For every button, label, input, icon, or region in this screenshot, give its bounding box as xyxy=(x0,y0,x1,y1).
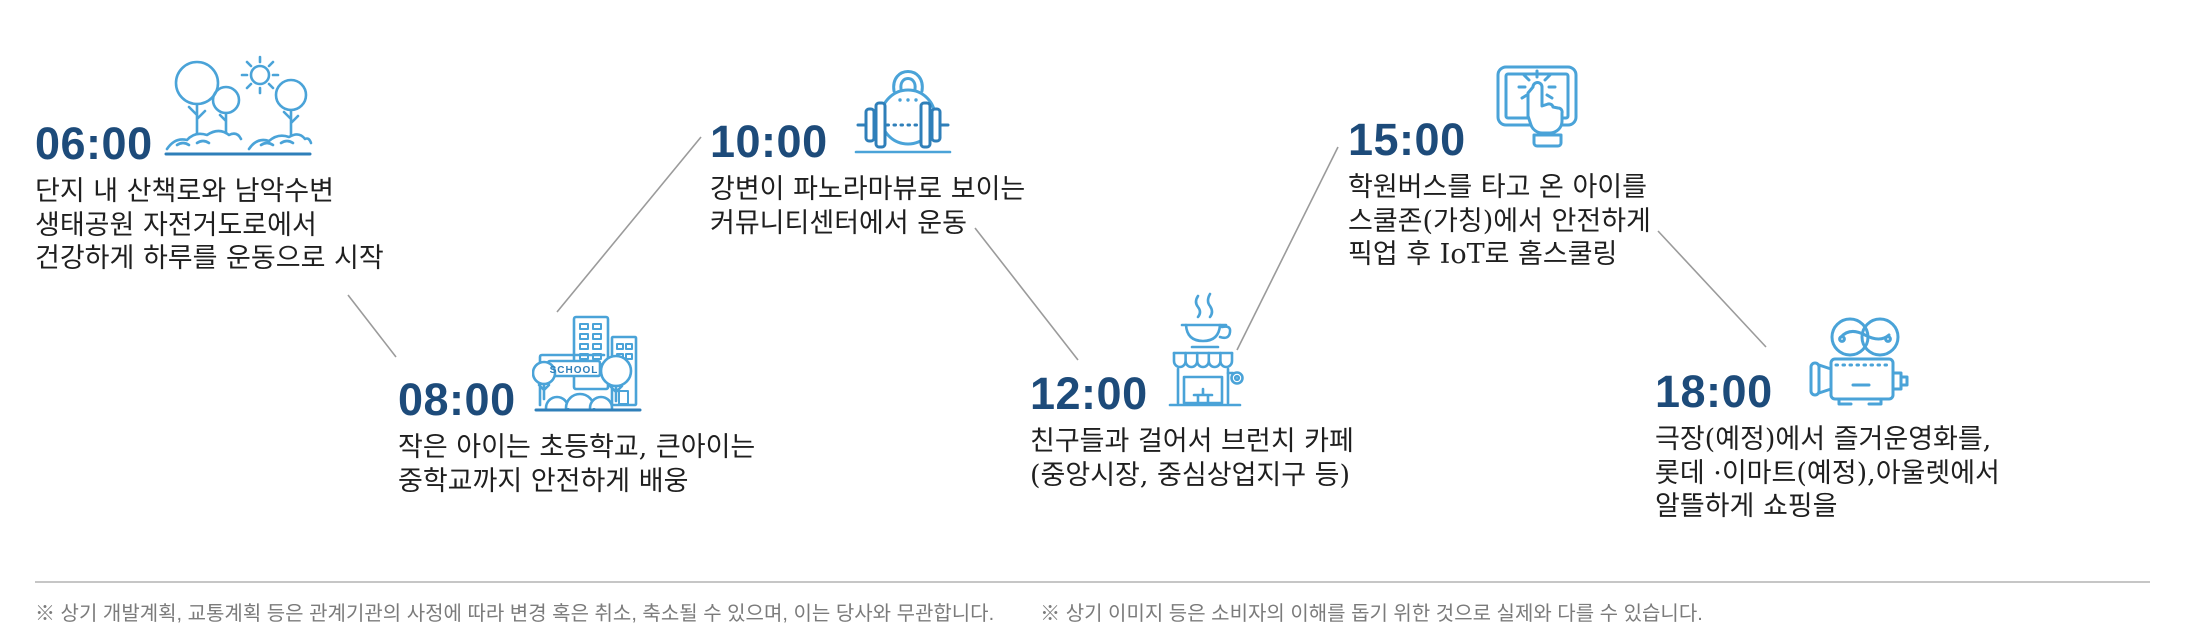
disclaimer-1: ※ 상기 개발계획, 교통계획 등은 관계기관의 사정에 따라 변경 혹은 취소… xyxy=(35,603,995,625)
description-line: 커뮤니티센터에서 운동 xyxy=(710,207,967,239)
timeline-item-header: 10:00 xyxy=(710,60,1025,164)
item-description: 친구들과 걸어서 브런치 카페 (중앙시장, 중심상업지구 등) xyxy=(1030,425,1354,492)
timeline-item-header: 18:00 xyxy=(1655,316,2000,414)
timeline-item-1200: 12:00 xyxy=(1030,292,1354,492)
fitness-icon xyxy=(850,57,956,162)
description-line: 롯데 ·이마트(예정),아울렛에서 xyxy=(1655,457,2000,489)
description-line: 강변이 파노라마뷰로 보이는 xyxy=(710,174,1026,205)
time-label: 12:00 xyxy=(1030,368,1148,419)
tablet-icon xyxy=(1494,59,1586,160)
timeline-item-header: 08:00 xyxy=(398,315,755,425)
timeline-item-header: 06:00 xyxy=(35,53,384,169)
timeline-item-0800: 08:00 xyxy=(398,315,755,498)
time-label: 15:00 xyxy=(1348,114,1466,165)
time-label: 08:00 xyxy=(398,374,516,425)
description-line: 단지 내 산책로와 남악수변 xyxy=(35,176,334,207)
footer-divider xyxy=(35,581,2150,583)
item-description: 극장(예정)에서 즐거운영화를, 롯데 ·이마트(예정),아울렛에서 알뜰하게 … xyxy=(1655,423,2000,524)
description-line: (중앙시장, 중심상업지구 등) xyxy=(1030,459,1351,491)
description-line: 스쿨존(가칭)에서 안전하게 xyxy=(1348,205,1651,237)
description-line: 알뜰하게 쇼핑을 xyxy=(1655,491,1838,522)
timeline-item-1000: 10:00 xyxy=(710,60,1025,240)
item-description: 단지 내 산책로와 남악수변 생태공원 자전거도로에서 건강하게 하루를 운동으… xyxy=(35,175,384,276)
description-line: 친구들과 걸어서 브런치 카페 xyxy=(1030,426,1354,457)
item-description: 작은 아이는 초등학교, 큰아이는 중학교까지 안전하게 배웅 xyxy=(398,431,755,498)
description-line: 학원버스를 타고 온 아이를 xyxy=(1348,172,1647,203)
time-label: 10:00 xyxy=(710,116,828,167)
timeline-item-1500: 15:00 학원버스를 타고 온 아이를 스쿨존(가칭)에서 안전하게 xyxy=(1348,58,1651,272)
park-icon xyxy=(163,53,313,164)
item-description: 학원버스를 타고 온 아이를 스쿨존(가칭)에서 안전하게 픽업 후 IoT로 … xyxy=(1348,171,1651,272)
connector-line xyxy=(347,294,397,358)
cinema-icon xyxy=(1807,313,1913,412)
timeline-item-header: 12:00 xyxy=(1030,292,1354,419)
disclaimer-2: ※ 상기 이미지 등은 소비자의 이해를 돕기 위한 것으로 실제와 다를 수 … xyxy=(1040,603,1703,625)
description-line: 생태공원 자전거도로에서 xyxy=(35,209,317,241)
description-line: 건강하게 하루를 운동으로 시작 xyxy=(35,243,384,274)
timeline-item-0600: 06:00 xyxy=(35,53,384,276)
school-icon: SCHOOL xyxy=(531,311,644,420)
item-description: 강변이 파노라마뷰로 보이는 커뮤니티센터에서 운동 xyxy=(710,173,1025,240)
description-line: 극장(예정)에서 즐거운영화를, xyxy=(1655,424,1992,455)
connector-line xyxy=(556,136,702,313)
description-line: 픽업 후 IoT로 홈스쿨링 xyxy=(1348,239,1618,270)
timeline-item-header: 15:00 xyxy=(1348,58,1651,162)
time-label: 06:00 xyxy=(35,118,153,169)
footer: ※ 상기 개발계획, 교통계획 등은 관계기관의 사정에 따라 변경 혹은 취소… xyxy=(35,597,1703,626)
timeline-item-1800: 18:00 xyxy=(1655,316,2000,524)
description-line: 작은 아이는 초등학교, 큰아이는 xyxy=(398,432,756,463)
school-sign-label: SCHOOL xyxy=(549,365,598,376)
time-label: 18:00 xyxy=(1655,366,1773,417)
description-line: 중학교까지 안전하게 배웅 xyxy=(398,465,689,497)
cafe-icon xyxy=(1164,291,1246,414)
